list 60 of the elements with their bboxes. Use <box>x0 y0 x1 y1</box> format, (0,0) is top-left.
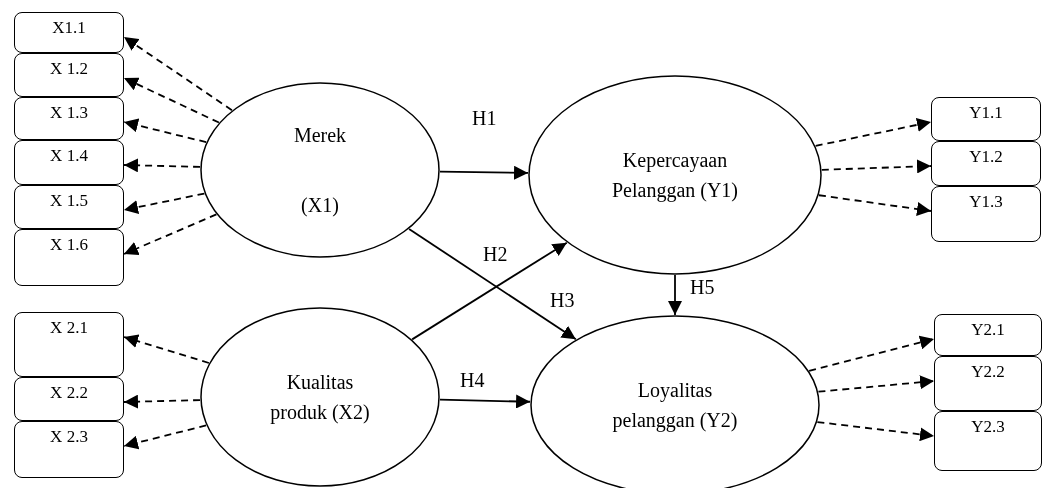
arrow <box>439 165 529 180</box>
indicator-label: X 2.2 <box>50 384 88 403</box>
indicator-box <box>931 186 1041 242</box>
indicator-label: Y1.2 <box>969 148 1003 167</box>
dashed-arrow <box>123 394 201 409</box>
indicator-label: X 1.5 <box>50 192 88 211</box>
indicator-label: Y2.1 <box>971 321 1005 340</box>
indicator-box <box>934 356 1042 411</box>
indicator-box <box>14 312 124 377</box>
indicator-label: X 2.1 <box>50 319 88 338</box>
indicator-box <box>934 314 1042 356</box>
indicator-label: X 1.2 <box>50 60 88 79</box>
dashed-arrow <box>123 158 201 173</box>
indicator-box <box>14 53 124 97</box>
indicator-box <box>14 140 124 185</box>
dashed-arrow <box>123 213 218 255</box>
dashed-arrow <box>816 421 935 442</box>
edge-label: H1 <box>472 108 497 128</box>
dashed-arrow <box>123 36 233 112</box>
arrow <box>668 274 682 316</box>
dashed-arrow <box>814 118 932 147</box>
indicator-box <box>14 97 124 140</box>
dashed-arrow <box>817 375 935 393</box>
indicator-box <box>934 411 1042 471</box>
construct-label: Merek <box>292 123 348 148</box>
indicator-label: Y2.2 <box>971 363 1005 382</box>
dashed-arrow <box>123 118 208 144</box>
indicator-box <box>14 12 124 53</box>
arrow <box>408 228 577 341</box>
dashed-arrow <box>818 194 932 216</box>
indicator-label: X1.1 <box>52 19 86 38</box>
indicator-label: X 2.3 <box>50 428 88 447</box>
edge-label: H2 <box>483 244 508 264</box>
construct-label: Kepercayaan Pelanggan (Y1) <box>610 148 740 204</box>
indicator-box <box>931 141 1041 186</box>
construct-label: Loyalitas pelanggan (Y2) <box>611 378 739 434</box>
edge-label: H5 <box>690 277 715 297</box>
construct-label: (X1) <box>300 193 340 219</box>
dashed-arrow <box>123 424 208 450</box>
dashed-arrow <box>123 77 220 124</box>
indicator-box <box>14 377 124 421</box>
indicator-label: Y1.1 <box>969 104 1003 123</box>
dashed-arrow <box>820 159 932 174</box>
indicator-box <box>14 421 124 478</box>
indicator-label: Y1.3 <box>969 193 1003 212</box>
construct-label: Kualitas produk (X2) <box>270 370 370 426</box>
arrow <box>411 241 568 341</box>
indicator-label: X 1.4 <box>50 147 88 166</box>
indicator-label: Y2.3 <box>971 418 1005 437</box>
indicator-box <box>14 229 124 286</box>
dashed-arrow <box>123 334 210 364</box>
indicator-box <box>14 185 124 229</box>
edge-label: H4 <box>460 370 485 390</box>
arrow <box>439 394 531 409</box>
indicator-box <box>931 97 1041 141</box>
indicator-label: X 1.6 <box>50 236 88 255</box>
indicator-label: X 1.3 <box>50 104 88 123</box>
edge-label: H3 <box>550 290 575 310</box>
dashed-arrow <box>123 192 206 215</box>
dashed-arrow <box>808 335 935 372</box>
